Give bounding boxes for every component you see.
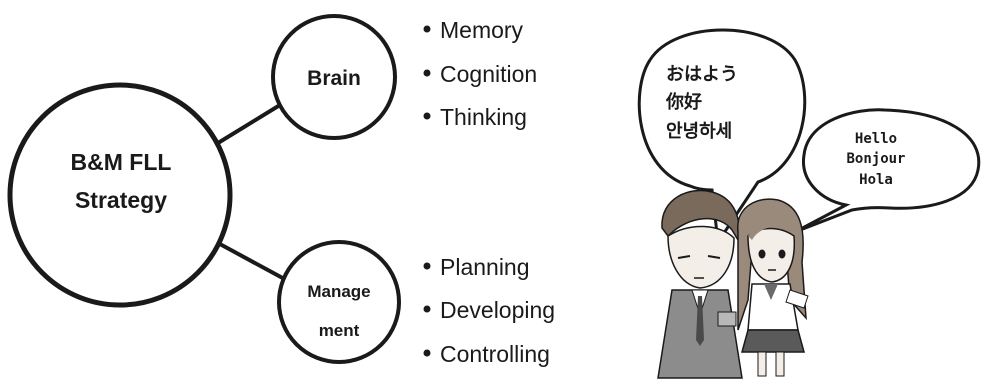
- cartoon-girl-figure: [737, 198, 809, 377]
- greeting-french: Bonjour: [846, 151, 905, 167]
- brain-item-thinking: Thinking: [440, 104, 527, 130]
- connector-center-management: [217, 241, 291, 284]
- center-node: B&M FLL Strategy: [7, 82, 233, 308]
- greeting-spanish: Hola: [859, 172, 893, 188]
- bullet-dot: [423, 262, 431, 270]
- speech-bubble-left: おはよう 你好 안녕하세: [637, 28, 807, 247]
- greeting-chinese: 你好: [665, 91, 702, 113]
- brain-item-cognition: Cognition: [440, 61, 537, 87]
- management-bullet-list: Planning Developing Controlling: [423, 254, 555, 367]
- greeting-english: Hello: [855, 131, 897, 147]
- greeting-korean: 안녕하세: [666, 121, 732, 142]
- management-item-controlling: Controlling: [440, 341, 550, 367]
- management-node: Manage ment: [277, 240, 401, 364]
- bullet-dot: [423, 25, 431, 33]
- management-item-developing: Developing: [440, 297, 555, 323]
- bullet-dot: [423, 112, 431, 120]
- management-node-line-1: Manage: [307, 282, 370, 301]
- brain-item-memory: Memory: [440, 17, 524, 43]
- bullet-dot: [423, 349, 431, 357]
- greeting-japanese: おはよう: [666, 64, 738, 85]
- brain-node-label: Brain: [307, 67, 361, 90]
- brain-node: Brain: [271, 14, 397, 140]
- speech-bubble-right: Hello Bonjour Hola: [794, 108, 981, 234]
- management-item-planning: Planning: [440, 254, 530, 280]
- center-node-line-2: Strategy: [75, 187, 167, 213]
- management-node-line-2: ment: [319, 321, 360, 340]
- center-node-line-1: B&M FLL: [71, 149, 172, 175]
- connector-center-brain: [216, 103, 282, 145]
- cartoon-boy-figure: [657, 189, 743, 379]
- bullet-dot: [423, 305, 431, 313]
- bullet-dot: [423, 69, 431, 77]
- brain-bullet-list: Memory Cognition Thinking: [423, 17, 537, 130]
